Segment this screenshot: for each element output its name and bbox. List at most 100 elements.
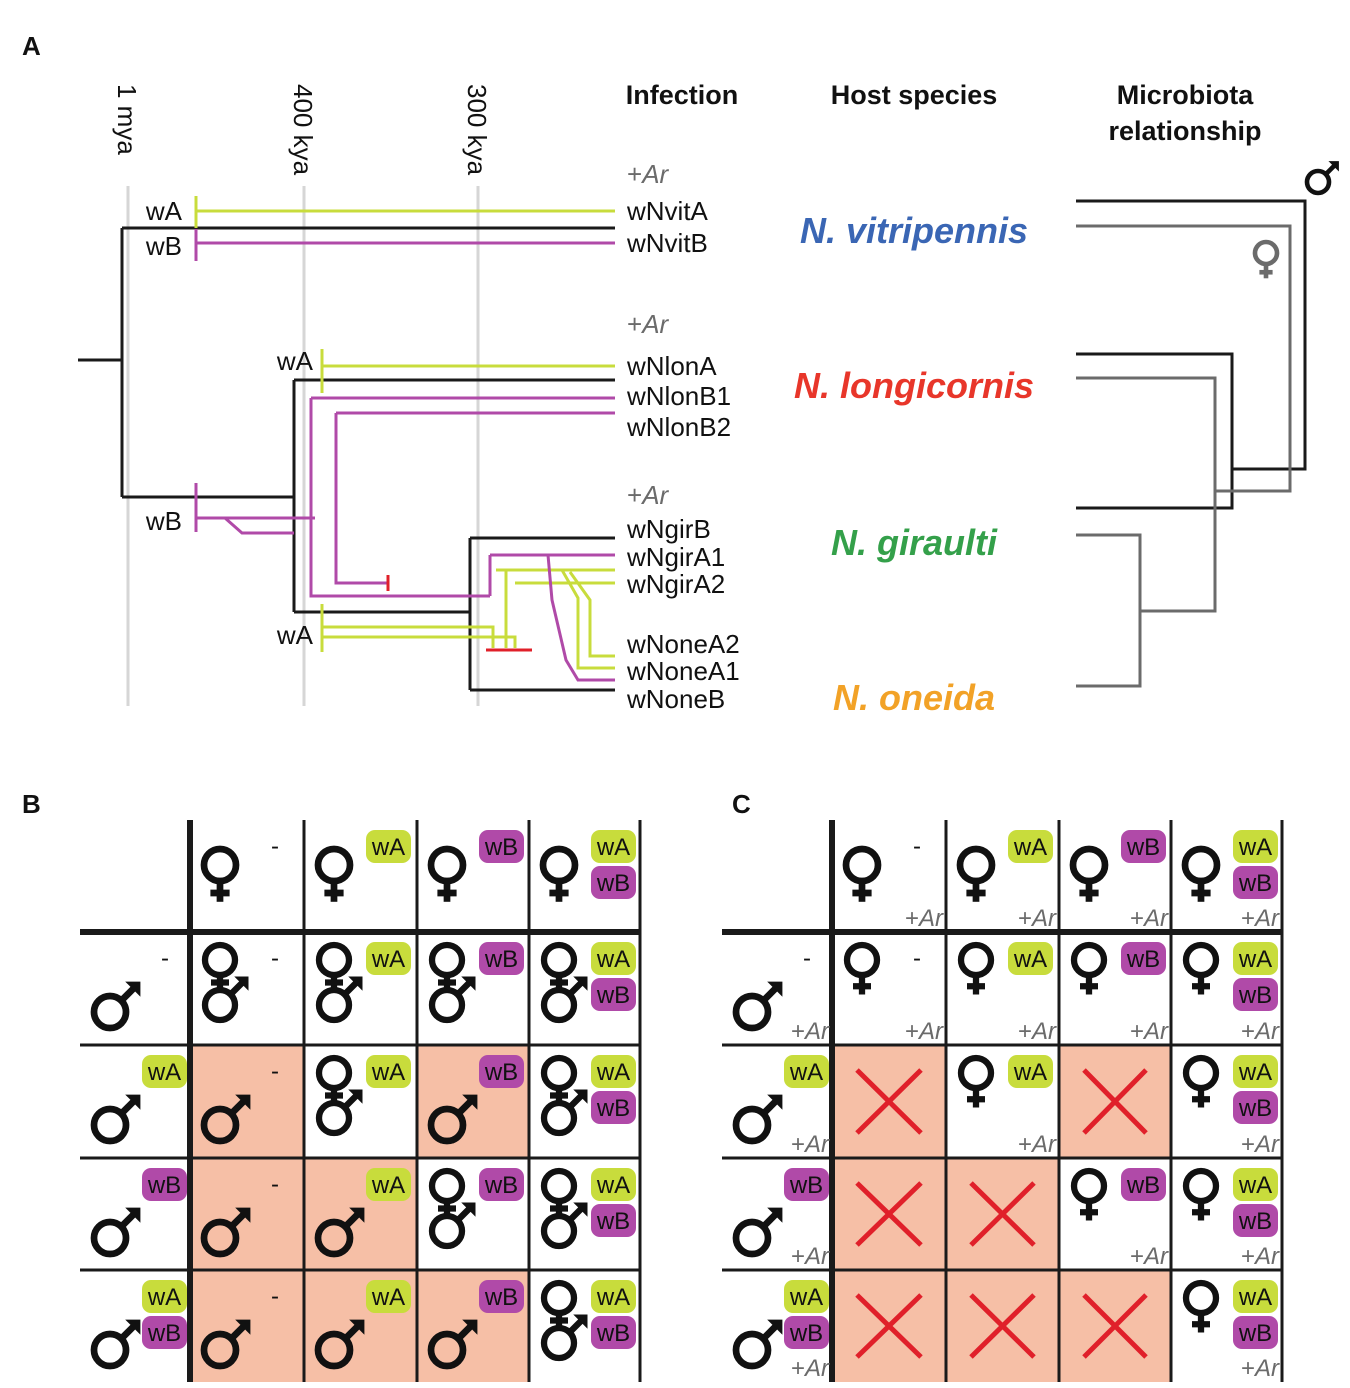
infection-badge-wB: wB (591, 1204, 636, 1237)
arsenophonus-label: +Ar (1018, 1018, 1057, 1045)
offspring-cell: wB (427, 1280, 524, 1370)
ar-plus: + (1130, 1243, 1144, 1270)
infection-badge-wB: wB (591, 978, 636, 1011)
badge-background (1233, 1204, 1278, 1237)
badge-label: wA (1238, 1059, 1272, 1086)
offspring-cell: -+Ar (843, 941, 944, 1045)
ar-name: Ar (1253, 1131, 1280, 1158)
male-parent-header: wB+Ar (732, 1168, 830, 1270)
wB-branch (196, 516, 294, 535)
header-relationship: relationship (1108, 116, 1261, 146)
ar-plus: + (1130, 1018, 1144, 1045)
ar-plus: + (791, 1243, 805, 1270)
badge-label: wA (1238, 946, 1272, 973)
female-and-male-offspring-icon (540, 1167, 588, 1250)
badge-label: wA (371, 834, 405, 861)
arsenophonus-labels: +Ar+Ar+Ar (627, 159, 670, 510)
infection-badge-wA: wA (366, 942, 411, 975)
badge-background (1233, 1280, 1278, 1313)
badge-label: wA (596, 946, 630, 973)
infection-badge-wA: wA (1233, 1055, 1278, 1088)
wA-branch (568, 571, 615, 658)
male-symbol-icon (428, 1202, 476, 1250)
female-symbol-icon (956, 845, 996, 902)
node-label-wA: wA (276, 346, 314, 376)
species-label: N. vitripennis (800, 210, 1028, 251)
badge-background (479, 830, 524, 863)
ar-name: Ar (640, 159, 669, 189)
strain-label: wNoneA1 (626, 656, 740, 686)
node-label-wB: wB (145, 506, 182, 536)
male-symbol-icon (428, 976, 476, 1024)
strain-label: wNgirA2 (626, 569, 725, 599)
badge-background (591, 1055, 636, 1088)
badge-label: wA (596, 1059, 630, 1086)
badge-label: wB (1126, 1172, 1160, 1199)
panel-label-b: B (22, 789, 41, 819)
badge-background (142, 1280, 187, 1313)
infection-badge-wB: wB (142, 1316, 187, 1349)
badge-background (591, 978, 636, 1011)
infection-badge-wA: wA (366, 1055, 411, 1088)
infection-badge-wB: wB (479, 1055, 524, 1088)
male-symbol-icon (315, 976, 363, 1024)
badge-label: wB (1126, 834, 1160, 861)
ar-plus: + (1018, 1131, 1032, 1158)
arsenophonus-label: +Ar (791, 1243, 830, 1270)
infection-badge-wB: wB (1233, 1316, 1278, 1349)
ar-name: Ar (803, 1355, 830, 1382)
arsenophonus-label: +Ar (791, 1131, 830, 1158)
badge-background (479, 1280, 524, 1313)
ar-plus: + (791, 1018, 805, 1045)
female-symbol-icon (1070, 1167, 1108, 1221)
infection-badge-wA: wA (1233, 1280, 1278, 1313)
male-symbol-icon (200, 1319, 251, 1370)
badge-label: wB (1238, 1095, 1272, 1122)
strain-label: wNgirA1 (626, 542, 725, 572)
ar-name: Ar (1253, 905, 1280, 932)
microbiota-branch-female (1076, 224, 1292, 493)
no-offspring-cross-icon (855, 1068, 923, 1135)
male-symbol-icon (540, 1202, 588, 1250)
wolbachia-tree (194, 196, 615, 682)
ar-name: Ar (1030, 1018, 1057, 1045)
female-parent-header: wB (427, 830, 524, 902)
male-symbol-icon (732, 1094, 783, 1145)
male-parent-header: - (90, 945, 169, 1032)
wA-branch (560, 569, 615, 670)
badge-background (142, 1168, 187, 1201)
badge-label: wB (1238, 1208, 1272, 1235)
no-offspring-cross-icon (1082, 1293, 1148, 1359)
female-symbol-icon (1182, 1054, 1220, 1108)
ar-name: Ar (1253, 1243, 1280, 1270)
female-symbol-icon (957, 941, 995, 995)
male-symbol-icon (90, 1319, 141, 1370)
infection-badge-wA: wA (142, 1280, 187, 1313)
badge-background (1233, 942, 1278, 975)
strain-label: wNlonB2 (626, 412, 731, 442)
panel-c: C-+ArwA+ArwB+ArwAwB+Ar-+ArwA+ArwB+ArwAwB… (722, 789, 1284, 1382)
male-symbol-icon (732, 1319, 783, 1370)
uninfected-label: - (913, 833, 921, 860)
wB-branch (546, 554, 615, 682)
no-offspring-cross-icon (969, 1181, 1036, 1247)
ar-plus: + (627, 159, 642, 189)
strain-label: wNvitA (626, 196, 709, 226)
arsenophonus-label: +Ar (1130, 905, 1169, 932)
badge-background (1233, 1091, 1278, 1124)
infection-badge-wB: wB (142, 1168, 187, 1201)
arsenophonus-label: +Ar (627, 309, 670, 339)
female-symbol-icon (427, 845, 467, 902)
badge-label: wA (147, 1059, 181, 1086)
badge-background (1233, 866, 1278, 899)
offspring-cell: wA wB (540, 941, 636, 1024)
male-symbol-icon (200, 1207, 251, 1258)
male-symbol-icon (540, 1314, 588, 1362)
infection-badge-wA: wA (591, 1055, 636, 1088)
badge-label: wB (1126, 946, 1160, 973)
offspring-cell (855, 1293, 923, 1359)
male-symbol-icon (200, 1094, 251, 1145)
node-label-wA: wA (276, 620, 314, 650)
